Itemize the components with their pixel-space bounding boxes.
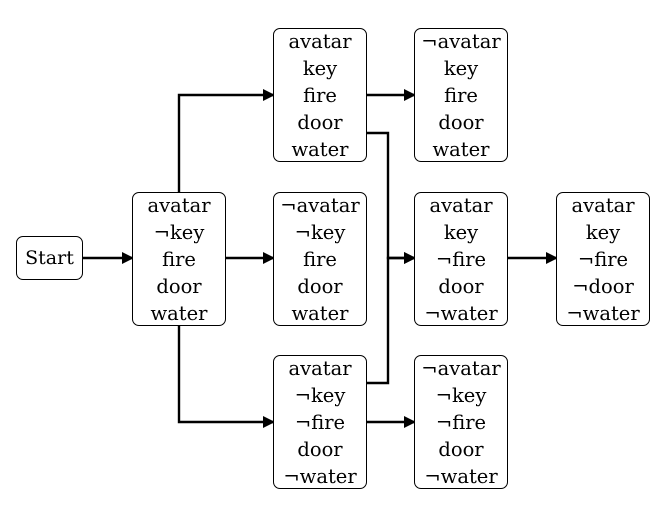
node-label: ¬water bbox=[424, 464, 498, 488]
node-label: ¬avatar bbox=[421, 356, 501, 380]
node-label: fire bbox=[303, 247, 337, 271]
node-label: ¬water bbox=[566, 301, 640, 325]
node-label: avatar bbox=[147, 193, 211, 217]
node-top-middle: avatar key fire door water bbox=[273, 28, 367, 162]
node-label: ¬avatar bbox=[280, 193, 360, 217]
node-label: door bbox=[438, 110, 484, 134]
node-label: key bbox=[443, 220, 479, 244]
node-label: key bbox=[302, 56, 338, 80]
node-label: avatar bbox=[429, 193, 493, 217]
node-center-middle: ¬avatar ¬key fire door water bbox=[273, 192, 367, 326]
node-top-right: ¬avatar key fire door water bbox=[414, 28, 508, 162]
node-initial-state: avatar ¬key fire door water bbox=[132, 192, 226, 326]
node-label: door bbox=[297, 437, 343, 461]
node-label: ¬key bbox=[435, 383, 487, 407]
node-label: water bbox=[150, 301, 208, 325]
node-label: ¬key bbox=[153, 220, 205, 244]
node-label: avatar bbox=[288, 356, 352, 380]
node-label: avatar bbox=[288, 29, 352, 53]
node-label: ¬fire bbox=[435, 410, 487, 434]
edge-bot_mid-to-mid_right bbox=[367, 252, 416, 385]
node-label: ¬key bbox=[294, 383, 346, 407]
node-label: door bbox=[156, 274, 202, 298]
node-far-right: avatar key ¬fire ¬door ¬water bbox=[556, 192, 650, 326]
node-label: ¬door bbox=[572, 274, 634, 298]
node-label: key bbox=[443, 56, 479, 80]
node-label: Start bbox=[25, 247, 74, 269]
node-label: water bbox=[291, 301, 349, 325]
edge-top_mid-to-mid_right bbox=[367, 131, 416, 264]
node-label: key bbox=[585, 220, 621, 244]
node-label: ¬fire bbox=[294, 410, 346, 434]
node-label: ¬key bbox=[294, 220, 346, 244]
node-label: water bbox=[291, 137, 349, 161]
node-label: fire bbox=[444, 83, 478, 107]
node-label: door bbox=[438, 437, 484, 461]
node-bottom-middle: avatar ¬key ¬fire door ¬water bbox=[273, 355, 367, 489]
node-label: door bbox=[297, 274, 343, 298]
edge-s1-to-top_mid bbox=[177, 89, 275, 192]
node-label: ¬fire bbox=[435, 247, 487, 271]
node-label: ¬water bbox=[283, 464, 357, 488]
node-bottom-right: ¬avatar ¬key ¬fire door ¬water bbox=[414, 355, 508, 489]
node-label: water bbox=[432, 137, 490, 161]
node-label: ¬avatar bbox=[421, 29, 501, 53]
node-label: avatar bbox=[571, 193, 635, 217]
node-label: fire bbox=[162, 247, 196, 271]
node-center-right: avatar key ¬fire door ¬water bbox=[414, 192, 508, 326]
node-label: door bbox=[297, 110, 343, 134]
node-label: ¬fire bbox=[577, 247, 629, 271]
node-label: door bbox=[438, 274, 484, 298]
node-start: Start bbox=[16, 236, 83, 280]
edge-s1-to-bot_mid bbox=[177, 326, 275, 428]
node-label: fire bbox=[303, 83, 337, 107]
node-label: ¬water bbox=[424, 301, 498, 325]
